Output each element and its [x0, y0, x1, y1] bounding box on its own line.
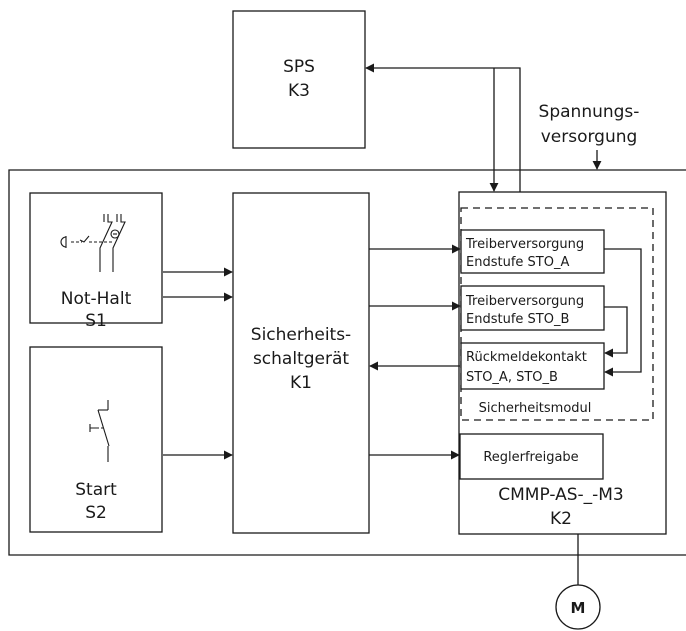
sto-a-label-2: Endstufe STO_A: [466, 255, 569, 270]
start-switch-icon: [89, 400, 110, 462]
safety-relay-label-2: schaltgerät: [253, 349, 349, 369]
sto-a-feedback-loop: [604, 248, 642, 377]
plc-label: SPS: [283, 57, 315, 77]
emergency-stop-box: [29, 192, 163, 324]
feedback-contact-label-2: STO_A, STO_B: [466, 370, 558, 385]
sto-a-box: [460, 229, 605, 274]
power-supply-label: Spannungs-: [539, 102, 640, 122]
controller-enable-box: [459, 433, 604, 480]
sto-b-label: Treiberversorgung: [465, 294, 584, 309]
safety-module-label: Sicherheitsmodul: [479, 401, 592, 416]
sto-b-box: [460, 285, 605, 331]
servo-controller-label: CMMP-AS-_-M3: [498, 485, 624, 505]
sto-a-label: Treiberversorgung: [465, 237, 584, 252]
emergency-stop-label: Not-Halt: [61, 289, 132, 309]
safety-relay-box: [232, 192, 370, 534]
start-label: Start: [75, 480, 117, 500]
motor-symbol: [555, 584, 601, 630]
emergency-stop-id: S1: [85, 311, 107, 331]
plc-id: K3: [288, 81, 310, 101]
sto-b-label-2: Endstufe STO_B: [466, 312, 569, 327]
motor-label: M: [571, 599, 586, 617]
sto-b-feedback-loop: [604, 306, 628, 358]
power-supply-label-2: versorgung: [541, 127, 638, 147]
controller-to-plc-arrow: [365, 63, 521, 192]
feedback-contact-label: Rückmeldekontakt: [466, 350, 587, 365]
start-box: [29, 346, 163, 533]
controller-enable-label: Reglerfreigabe: [483, 450, 578, 465]
safety-relay-id: K1: [290, 373, 312, 393]
enclosure-frame: [8, 169, 686, 556]
feedback-contact-box: [460, 342, 605, 390]
plc-box: [232, 10, 366, 149]
servo-controller-id: K2: [550, 509, 572, 529]
safety-relay-label: Sicherheits-: [251, 325, 351, 345]
emergency-stop-switch-icon: [60, 214, 126, 272]
start-id: S2: [85, 503, 107, 523]
